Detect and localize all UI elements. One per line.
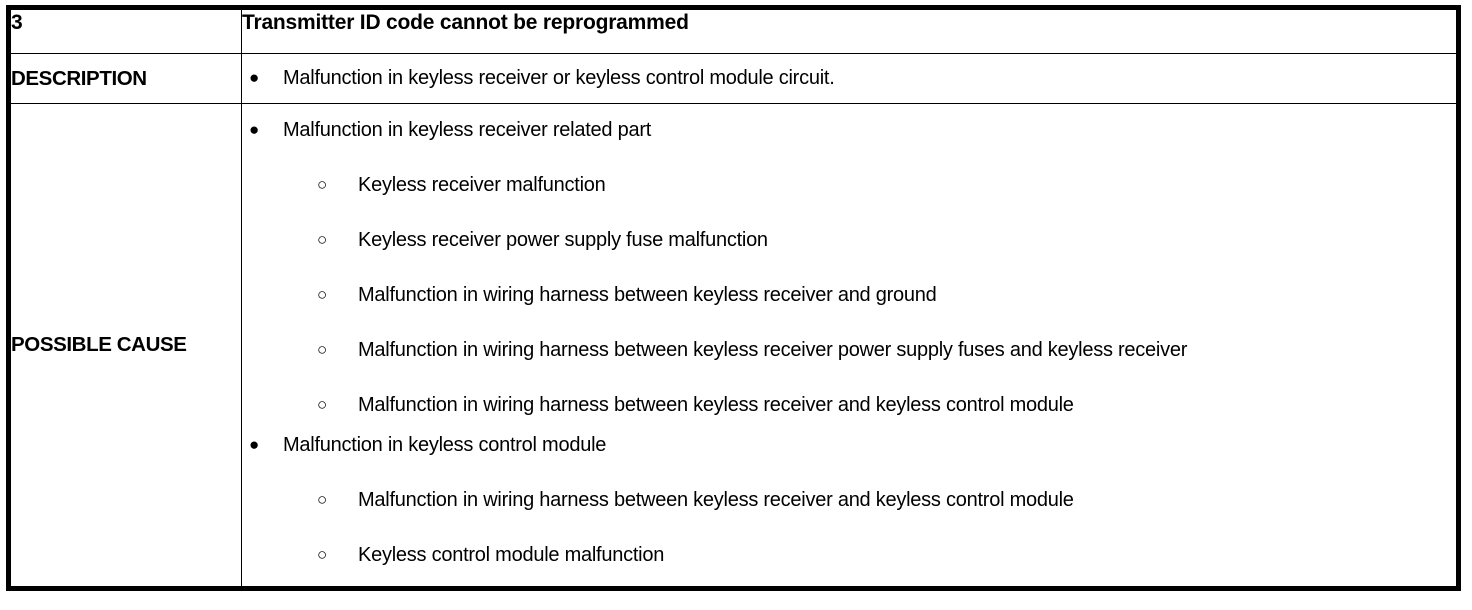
bullet-hollow-icon: ○ (316, 545, 328, 564)
dtc-table-grid: 3 Transmitter ID code cannot be reprogra… (10, 9, 1457, 587)
list-item-text: Keyless receiver malfunction (358, 174, 606, 196)
description-label: DESCRIPTION (11, 67, 147, 90)
list-item-text: Malfunction in wiring harness between ke… (358, 284, 937, 306)
bullet-hollow-icon: ○ (316, 340, 328, 359)
possible-cause-label-cell: POSSIBLE CAUSE (10, 103, 242, 587)
list-item: ○ Keyless control module malfunction (314, 542, 1456, 568)
list-item: ● Malfunction in keyless control module (242, 432, 1456, 458)
list-item-text: Keyless control module malfunction (358, 544, 665, 566)
description-list: ● Malfunction in keyless receiver or key… (242, 65, 1456, 91)
table-row-description: DESCRIPTION ● Malfunction in keyless rec… (10, 53, 1457, 104)
list-item-text: Keyless receiver power supply fuse malfu… (358, 229, 768, 251)
possible-cause-sublist: ○ Malfunction in wiring harness between … (314, 487, 1456, 568)
bullet-filled-icon: ● (248, 68, 260, 87)
dtc-table: 3 Transmitter ID code cannot be reprogra… (6, 5, 1461, 591)
list-item: ○ Malfunction in wiring harness between … (314, 282, 1456, 308)
possible-cause-content: ● Malfunction in keyless receiver relate… (242, 117, 1456, 586)
list-item-text: Malfunction in keyless receiver related … (283, 119, 652, 141)
description-label-cell: DESCRIPTION (10, 53, 242, 104)
list-item: ○ Keyless receiver power supply fuse mal… (314, 227, 1456, 253)
description-body-cell: ● Malfunction in keyless receiver or key… (241, 53, 1457, 104)
list-item: ○ Malfunction in wiring harness between … (314, 392, 1456, 418)
table-row-possible-cause: POSSIBLE CAUSE ● Malfunction in keyless … (10, 103, 1457, 587)
description-content: ● Malfunction in keyless receiver or key… (242, 54, 1456, 103)
bullet-hollow-icon: ○ (316, 230, 328, 249)
dtc-code-cell: 3 (10, 9, 242, 54)
list-item-text: Malfunction in wiring harness between ke… (358, 489, 1074, 511)
table-row-title: 3 Transmitter ID code cannot be reprogra… (10, 9, 1457, 54)
bullet-filled-icon: ● (248, 435, 260, 454)
dtc-title-cell: Transmitter ID code cannot be reprogramm… (241, 9, 1457, 54)
bullet-hollow-icon: ○ (316, 285, 328, 304)
possible-cause-list: ● Malfunction in keyless receiver relate… (242, 117, 1456, 568)
list-item-text: Malfunction in keyless receiver or keyle… (283, 67, 835, 89)
list-item: ● Malfunction in keyless receiver or key… (242, 65, 1456, 91)
list-item: ○ Malfunction in wiring harness between … (314, 487, 1456, 513)
list-item: ● Malfunction in keyless receiver relate… (242, 117, 1456, 143)
list-item-text: Malfunction in keyless control module (283, 434, 607, 456)
list-item: ○ Malfunction in wiring harness between … (314, 337, 1456, 363)
list-item-text: Malfunction in wiring harness between ke… (358, 394, 1074, 416)
bullet-hollow-icon: ○ (316, 490, 328, 509)
bullet-hollow-icon: ○ (316, 395, 328, 414)
bullet-filled-icon: ● (248, 120, 260, 139)
list-item-text: Malfunction in wiring harness between ke… (358, 339, 1188, 361)
possible-cause-label: POSSIBLE CAUSE (11, 333, 187, 356)
bullet-hollow-icon: ○ (316, 175, 328, 194)
possible-cause-body-cell: ● Malfunction in keyless receiver relate… (241, 103, 1457, 587)
dtc-code-value: 3 (11, 11, 23, 34)
dtc-title-text: Transmitter ID code cannot be reprogramm… (242, 11, 689, 34)
possible-cause-sublist: ○ Keyless receiver malfunction ○ Keyless… (314, 172, 1456, 418)
list-item: ○ Keyless receiver malfunction (314, 172, 1456, 198)
